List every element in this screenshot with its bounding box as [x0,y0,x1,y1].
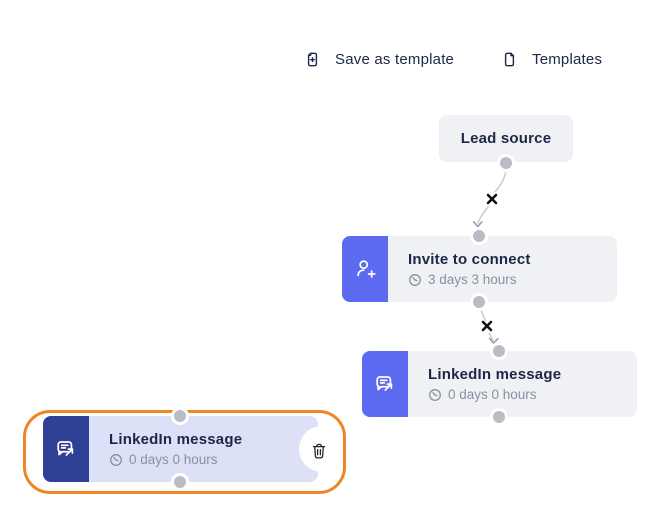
node-delay: 3 days 3 hours [408,272,531,287]
node-linkedin-message[interactable]: LinkedIn message 0 days 0 hours [362,351,637,417]
node-linkedin-message-selected[interactable]: LinkedIn message 0 days 0 hours [43,416,318,482]
edge-delete-icon[interactable] [485,192,499,206]
save-as-template-label: Save as template [335,50,455,68]
trash-notch [299,426,345,472]
file-icon [500,50,519,69]
clock-icon [110,453,122,466]
node-invite-to-connect[interactable]: Invite to connect 3 days 3 hours [342,236,617,302]
edge-delete-icon[interactable] [480,319,494,333]
node-delay: 0 days 0 hours [428,387,561,402]
node-title: LinkedIn message [109,431,243,448]
connection-dot[interactable] [490,408,508,426]
trash-icon[interactable] [311,442,327,465]
connection-dot[interactable] [171,407,189,425]
connection-dot[interactable] [490,342,508,360]
save-as-template-button[interactable]: Save as template [303,45,454,73]
templates-label: Templates [532,50,603,68]
connection-dot[interactable] [470,227,488,245]
node-delay: 0 days 0 hours [109,452,242,467]
person-add-icon [342,236,388,302]
templates-button[interactable]: Templates [500,45,602,73]
node-title: Lead source [460,130,552,147]
node-title: Invite to connect [408,251,531,268]
connection-dot[interactable] [497,154,515,172]
clock-icon [429,388,441,401]
connection-dot[interactable] [171,473,189,491]
node-title: LinkedIn message [428,366,562,383]
file-plus-icon [303,50,322,69]
clock-icon [409,273,421,286]
connection-dot[interactable] [470,293,488,311]
message-forward-icon [43,416,89,482]
message-forward-icon [362,351,408,417]
